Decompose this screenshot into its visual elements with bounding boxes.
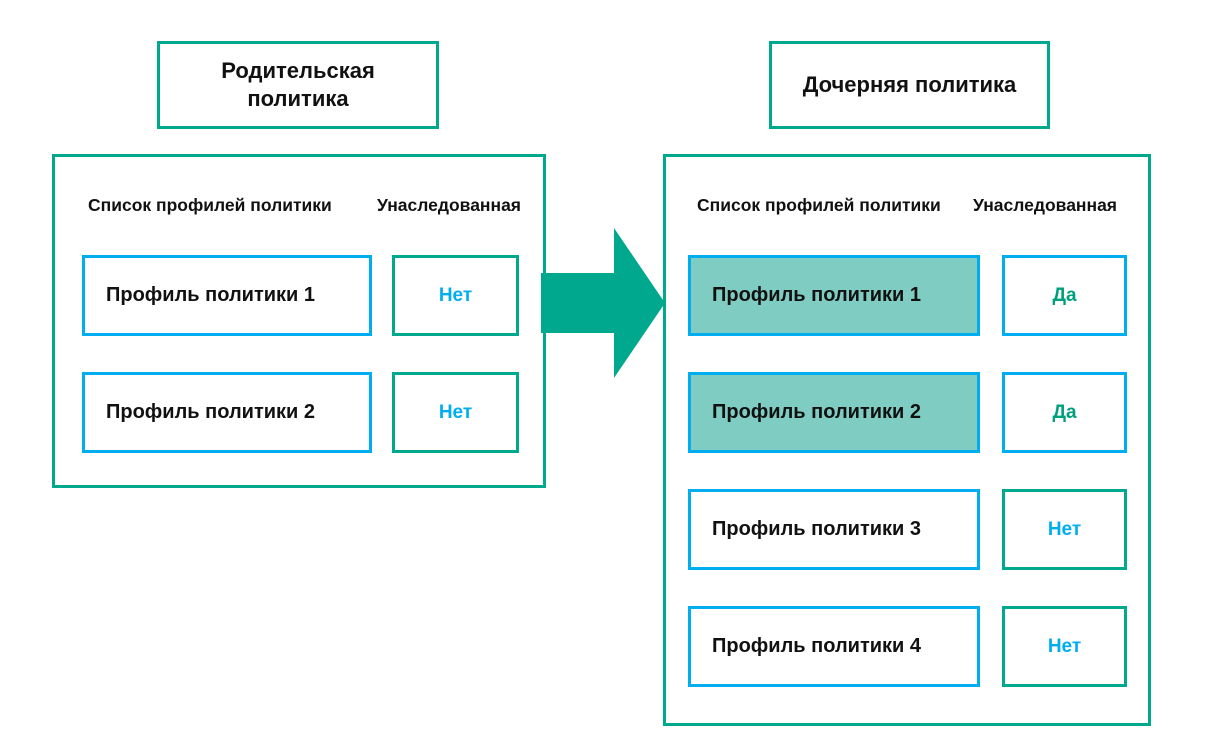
parent-inherited-flag-2: Нет <box>392 372 519 453</box>
child-profile-row-1[interactable]: Профиль политики 1 <box>688 255 980 336</box>
child-profile-row-3[interactable]: Профиль политики 3 <box>688 489 980 570</box>
child-column-header-profiles: Список профилей политики <box>697 195 941 215</box>
parent-column-header-profiles: Список профилей политики <box>88 195 332 215</box>
child-inherited-flag-3: Нет <box>1002 489 1127 570</box>
parent-profile-row-2[interactable]: Профиль политики 2 <box>82 372 372 453</box>
parent-column-header-inherited: Унаследованная <box>377 195 522 215</box>
parent-profile-row-1[interactable]: Профиль политики 1 <box>82 255 372 336</box>
child-policy-title: Дочерняя политика <box>769 41 1050 129</box>
parent-policy-title: Родительская политика <box>157 41 439 129</box>
child-inherited-flag-4: Нет <box>1002 606 1127 687</box>
child-column-header-inherited: Унаследованная <box>973 195 1118 215</box>
child-inherited-flag-2: Да <box>1002 372 1127 453</box>
inheritance-arrow-icon <box>541 228 665 378</box>
parent-inherited-flag-1: Нет <box>392 255 519 336</box>
child-profile-row-4[interactable]: Профиль политики 4 <box>688 606 980 687</box>
child-inherited-flag-1: Да <box>1002 255 1127 336</box>
child-profile-row-2[interactable]: Профиль политики 2 <box>688 372 980 453</box>
